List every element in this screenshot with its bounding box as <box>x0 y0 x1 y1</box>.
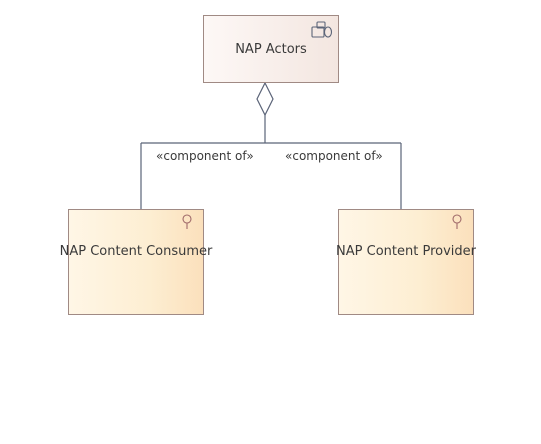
node-label: NAP Content Consumer <box>59 244 213 259</box>
edge-label-component-of: «component of» <box>285 149 383 163</box>
node-label: NAP Actors <box>235 41 307 57</box>
node-nap-content-provider[interactable]: NAP Content Provider <box>336 209 476 315</box>
node-label: NAP Content Provider <box>336 244 476 259</box>
node-nap-content-consumer[interactable]: NAP Content Consumer <box>60 209 212 315</box>
node-nap-actors[interactable]: NAP Actors <box>203 15 339 83</box>
business-role-icon <box>452 214 462 234</box>
edge-label-component-of: «component of» <box>156 149 254 163</box>
business-role-icon <box>182 214 192 234</box>
aggregation-diamond <box>256 81 274 117</box>
business-collaboration-icon <box>311 21 333 43</box>
